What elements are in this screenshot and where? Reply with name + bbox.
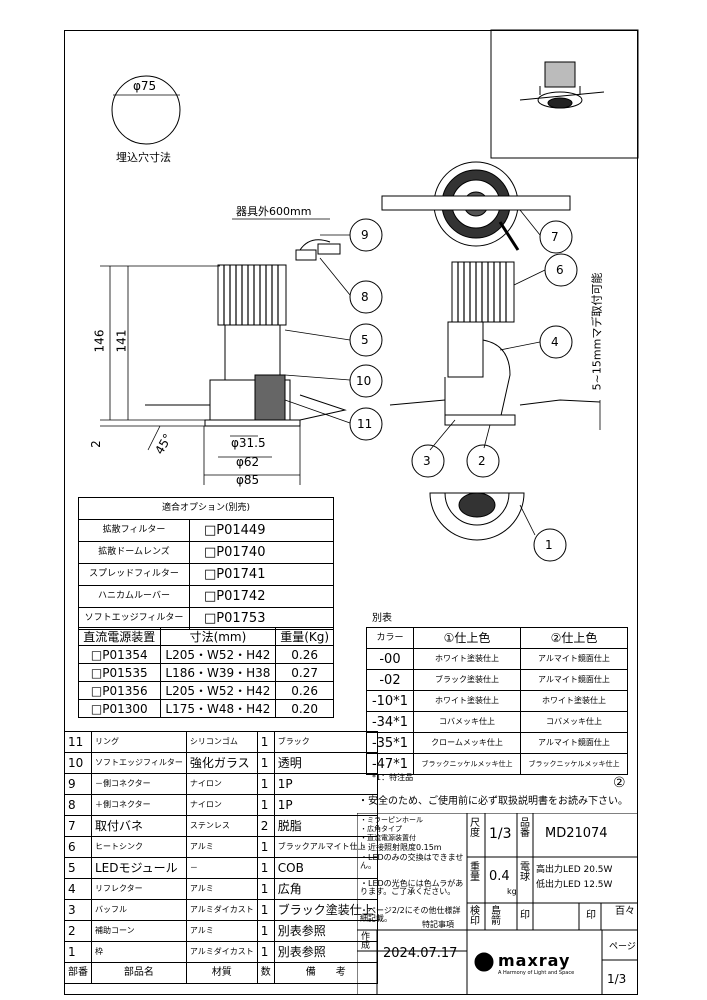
note-1: ・広角タイプ	[360, 825, 402, 833]
callout-9: 9	[361, 228, 369, 242]
colors-title: 別表	[372, 613, 392, 624]
weight-unit: kg	[507, 887, 517, 896]
options-table: 適合オプション(別売) 拡散フィルター□P01449 拡散ドームレンズ□P017…	[78, 497, 334, 630]
approver-name: 百々	[615, 906, 635, 917]
product-label: 品番	[520, 818, 530, 839]
top-view	[381, 161, 571, 251]
lamp-label: 電球	[520, 862, 530, 883]
callout-10: 10	[356, 374, 372, 388]
diameter-62: φ62	[236, 455, 260, 469]
parts-footer: 部番部品名材質数備 考	[64, 962, 378, 984]
note-0: ・ミラーピンホール	[360, 816, 423, 824]
note-6: ・ページ2/2にその他仕様詳細記載。	[360, 906, 461, 923]
special-order-note: *1：特注品	[372, 773, 414, 782]
height-146: 146	[92, 329, 107, 353]
table-row: ソフトエッジフィルター□P01753	[78, 607, 334, 630]
callout-5: 5	[361, 333, 369, 347]
check-label: 検印	[470, 906, 480, 927]
safety-note: ・安全のため、ご使用前に必ず取扱説明書をお読み下さい。	[358, 796, 628, 807]
weight-label: 重量	[470, 862, 480, 883]
table-row: 拡散ドームレンズ□P01740	[78, 541, 334, 564]
checker-name: 島箭	[491, 906, 501, 927]
note-5: ・LEDの光色には色ムラがあります。ご了承ください。	[360, 879, 464, 896]
lamp-low: 低出力LED 12.5W	[536, 880, 613, 890]
cable-length: 器具外600mm	[236, 205, 312, 218]
diameter-31-5: φ31.5	[231, 436, 266, 450]
scale-value: 1/3	[489, 826, 512, 842]
brand-logo: maxray	[498, 951, 571, 970]
scale-label: 尺度	[470, 818, 480, 839]
bottom-view	[429, 492, 525, 541]
note-2: ・直流電源装置付	[360, 834, 416, 842]
options-title: 適合オプション(別売)	[78, 497, 334, 520]
callout-7: 7	[551, 230, 559, 244]
callout-4: 4	[551, 335, 559, 349]
stamp-1: 印	[520, 910, 530, 921]
special-label: 特記事項	[422, 920, 454, 929]
table-row: スプレッドフィルター□P01741	[78, 563, 334, 586]
callout-8: 8	[361, 290, 369, 304]
note-4: ・LEDのみの交換はできません。	[360, 853, 464, 870]
callout-11: 11	[357, 417, 373, 431]
dimension-lines	[100, 218, 601, 485]
side-view-left	[145, 239, 347, 427]
cutout-label: 埋込穴寸法	[116, 151, 171, 164]
page-number: 1/3	[607, 972, 627, 986]
callout-lines	[284, 209, 546, 536]
drawing-sheet	[64, 30, 638, 995]
page-label: ページ	[609, 942, 636, 952]
callout-6: 6	[556, 263, 564, 277]
callout-circles	[349, 218, 578, 562]
table-row: 拡散フィルター□P01449	[78, 519, 334, 542]
created-date: 2024.07.17	[383, 946, 458, 961]
callout-3: 3	[423, 454, 431, 468]
brand-tagline: A Harmony of Light and Space	[498, 970, 575, 976]
height-2: 2	[88, 440, 103, 448]
mount-range: 5~15mmマデ取付可能	[590, 272, 604, 391]
callout-1: 1	[545, 538, 553, 552]
cutout-diameter: φ75	[133, 79, 157, 93]
side-view-right	[389, 261, 601, 426]
height-141: 141	[114, 329, 129, 353]
callout-2: 2	[478, 454, 486, 468]
title-block: ・ミラーピンホール ・広角タイプ ・直流電源装置付 ・近接照射限度0.15m ・…	[357, 813, 638, 995]
table-row: ハニカムルーバー□P01742	[78, 585, 334, 608]
weight-value: 0.4	[489, 869, 510, 884]
perspective-image	[519, 61, 605, 109]
revision-mark: ②	[613, 775, 626, 791]
note-3: ・近接照射限度0.15m	[360, 843, 442, 852]
product-number: MD21074	[545, 826, 608, 841]
perspective-frame	[490, 29, 639, 159]
stamp-2: 印	[586, 910, 596, 921]
lamp-high: 高出力LED 20.5W	[536, 865, 613, 875]
created-label: 作成	[361, 932, 371, 951]
cutout-circle	[111, 75, 181, 145]
diameter-85: φ85	[236, 473, 260, 487]
